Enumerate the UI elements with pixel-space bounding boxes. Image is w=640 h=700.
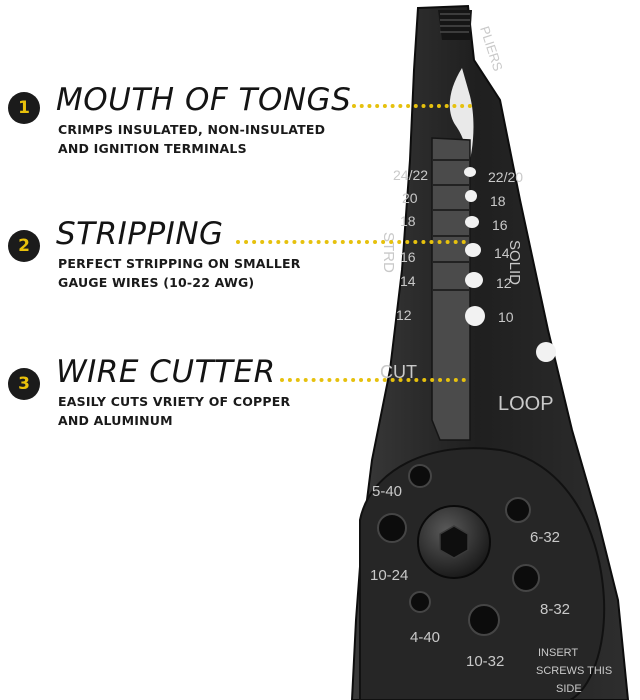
callout-1-title: MOUTH OF TONGS xyxy=(56,82,352,118)
callout-1-number-badge: 1 xyxy=(8,92,40,124)
screw-size-10-32: 10-32 xyxy=(466,653,504,670)
callout-3-leader-line xyxy=(280,378,466,382)
loop-hole xyxy=(536,342,556,362)
callout-2-number-badge: 2 xyxy=(8,230,40,262)
stranded-gauge-12: 12 xyxy=(396,307,412,323)
insert-note-line-1: INSERT xyxy=(538,647,578,659)
stripping-holes xyxy=(464,167,485,326)
callout-2-leader-line xyxy=(236,240,466,244)
screw-size-8-32: 8-32 xyxy=(540,601,570,618)
callout-1-line-1: CRIMPS INSULATED, NON-INSULATED xyxy=(58,122,326,137)
callout-2-line-1: PERFECT STRIPPING ON SMALLER xyxy=(58,256,301,271)
solid-gauge-18: 18 xyxy=(490,193,506,209)
callout-1-leader-line xyxy=(352,104,472,108)
screw-size-4-40: 4-40 xyxy=(410,629,440,646)
stranded-label: STRD xyxy=(380,232,397,273)
solid-gauge-16: 16 xyxy=(492,217,508,233)
solid-gauge-10: 10 xyxy=(498,309,514,325)
solid-gauge-14: 14 xyxy=(494,245,510,261)
callout-3-title: WIRE CUTTER xyxy=(56,354,276,390)
solid-label: SOLID xyxy=(506,240,523,285)
tool-engravings: PLIERS STRD SOLID CUT LOOP 24/22 20 18 1… xyxy=(370,24,612,695)
screw-size-10-24: 10-24 xyxy=(370,567,408,584)
callout-2-line-2: GAUGE WIRES (10-22 AWG) xyxy=(58,275,255,290)
callout-2-description: PERFECT STRIPPING ON SMALLER GAUGE WIRES… xyxy=(58,254,301,292)
solid-gauge-22-20: 22/20 xyxy=(488,169,523,185)
cut-label: CUT xyxy=(380,362,417,382)
callout-3-number-badge: 3 xyxy=(8,368,40,400)
screw-size-5-40: 5-40 xyxy=(372,483,402,500)
screw-size-6-32: 6-32 xyxy=(530,529,560,546)
loop-label: LOOP xyxy=(498,393,554,415)
callout-2-title: STRIPPING xyxy=(56,216,224,252)
pivot-plate xyxy=(359,447,606,700)
insert-note-line-2: SCREWS THIS xyxy=(536,665,612,677)
insert-note-line-3: SIDE xyxy=(556,683,582,695)
stranded-gauge-20: 20 xyxy=(402,190,418,206)
pliers-label: PLIERS xyxy=(477,24,506,73)
callout-1-line-2: AND IGNITION TERMINALS xyxy=(58,141,247,156)
stranded-gauge-14: 14 xyxy=(400,273,416,289)
screw-holes xyxy=(377,464,540,636)
stranded-gauge-18: 18 xyxy=(400,213,416,229)
callout-1-description: CRIMPS INSULATED, NON-INSULATED AND IGNI… xyxy=(58,120,325,158)
callout-3-line-2: AND ALUMINUM xyxy=(58,413,173,428)
callout-3-line-1: EASILY CUTS VRIETY OF COPPER xyxy=(58,394,291,409)
stranded-gauge-24-22: 24/22 xyxy=(393,167,428,183)
solid-gauge-12: 12 xyxy=(496,275,512,291)
stranded-gauge-16: 16 xyxy=(400,249,416,265)
callout-3-description: EASILY CUTS VRIETY OF COPPER AND ALUMINU… xyxy=(58,392,290,430)
